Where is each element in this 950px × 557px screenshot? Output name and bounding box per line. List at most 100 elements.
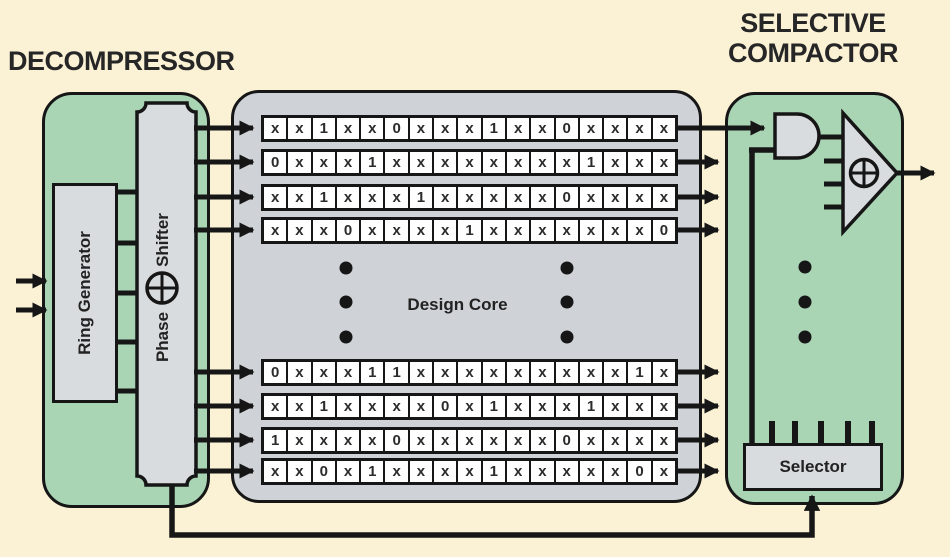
scan-in-arrows	[194, 120, 255, 479]
scan-cell: x	[409, 220, 433, 241]
scan-cell: x	[604, 461, 627, 482]
scan-cell: x	[531, 152, 554, 173]
scan-cell: x	[652, 461, 676, 482]
scan-cell: 0	[264, 152, 287, 173]
scan-cell: x	[604, 152, 627, 173]
scan-cell: 1	[385, 362, 408, 383]
scan-cell: 1	[361, 461, 384, 482]
scan-cell: 0	[312, 461, 335, 482]
scan-cell: x	[506, 152, 530, 173]
scan-cell: x	[458, 396, 481, 417]
scan-cell: x	[628, 396, 651, 417]
decompressor-title: DECOMPRESSOR	[8, 46, 235, 76]
scan-cell: x	[409, 362, 433, 383]
scan-cell: x	[652, 362, 676, 383]
scan-cell: x	[434, 118, 457, 139]
scan-cell: x	[288, 118, 311, 139]
scan-cell: 1	[482, 461, 505, 482]
scan-cell: x	[385, 461, 408, 482]
scan-cell: 0	[385, 430, 408, 451]
scan-cell: x	[336, 362, 360, 383]
scan-cell: x	[458, 430, 481, 451]
scan-cell: x	[579, 220, 603, 241]
scan-cell: x	[288, 362, 311, 383]
scan-cell: 1	[361, 362, 384, 383]
scan-cell: x	[264, 461, 287, 482]
scan-cell: x	[336, 187, 360, 208]
scan-out-arrows	[676, 120, 766, 479]
scan-cell: 0	[336, 220, 360, 241]
scan-cell: x	[652, 430, 676, 451]
scan-cell: x	[555, 220, 578, 241]
selector-label: Selector	[779, 457, 847, 476]
selector-to-and-gate-wire	[749, 147, 775, 444]
scan-cell: x	[579, 187, 603, 208]
scan-cell: 1	[409, 187, 433, 208]
scan-cell: x	[579, 461, 603, 482]
selector-box: Selector	[743, 443, 883, 491]
scan-cell: x	[652, 118, 676, 139]
scan-cell: x	[555, 362, 578, 383]
scan-cell: x	[336, 430, 360, 451]
scan-cell: x	[531, 396, 554, 417]
scan-cell: 0	[555, 118, 578, 139]
scan-cell: x	[312, 362, 335, 383]
scan-cell: x	[579, 430, 603, 451]
scan-cell: x	[482, 187, 505, 208]
scan-cell: x	[409, 396, 433, 417]
scan-cell: x	[288, 430, 311, 451]
scan-cell: x	[482, 152, 505, 173]
scan-cell: 1	[458, 220, 481, 241]
scan-cell: 1	[579, 396, 603, 417]
scan-cell: x	[385, 220, 408, 241]
scan-cell: 0	[628, 461, 651, 482]
scan-cell: 0	[385, 118, 408, 139]
scan-cell: x	[288, 187, 311, 208]
scan-cell: 1	[628, 362, 651, 383]
scan-cell: x	[409, 430, 433, 451]
scan-cell: 1	[361, 152, 384, 173]
ellipsis-dots-compactor	[798, 260, 812, 344]
scan-cell: x	[506, 461, 530, 482]
scan-cell: 1	[264, 430, 287, 451]
scan-cell: 1	[312, 187, 335, 208]
scan-cell: x	[555, 152, 578, 173]
scan-cell: x	[385, 187, 408, 208]
scan-cell: x	[434, 430, 457, 451]
ring-generator-label: Ring Generator	[75, 231, 94, 355]
scan-cell: x	[604, 187, 627, 208]
scan-cell: 0	[555, 430, 578, 451]
scan-cell: x	[361, 187, 384, 208]
scan-cell: x	[506, 396, 530, 417]
scan-cell: x	[482, 220, 505, 241]
scan-cell: x	[385, 396, 408, 417]
scan-cell: x	[652, 152, 676, 173]
ellipsis-dots-core-left	[339, 261, 353, 344]
scan-cell: x	[531, 430, 554, 451]
scan-cell: x	[361, 430, 384, 451]
scan-cell: x	[336, 118, 360, 139]
scan-cell: x	[555, 396, 578, 417]
test-data-input-arrows	[16, 273, 48, 318]
scan-cell: x	[409, 461, 433, 482]
scan-cell: 0	[555, 187, 578, 208]
scan-cell: x	[604, 220, 627, 241]
phase-shifter-xor-icon	[145, 271, 179, 305]
scan-cell: x	[409, 152, 433, 173]
scan-cell: x	[434, 220, 457, 241]
phase-shifter-box	[135, 101, 198, 487]
scan-cell: x	[531, 220, 554, 241]
scan-cell: x	[579, 118, 603, 139]
scan-cell: x	[288, 396, 311, 417]
scan-cell: x	[434, 187, 457, 208]
scan-cell: x	[458, 152, 481, 173]
scan-cell: x	[506, 118, 530, 139]
compactor-title: SELECTIVE COMPACTOR	[708, 8, 918, 68]
scan-cell: x	[604, 430, 627, 451]
scan-cell: x	[312, 152, 335, 173]
scan-cell: x	[336, 396, 360, 417]
